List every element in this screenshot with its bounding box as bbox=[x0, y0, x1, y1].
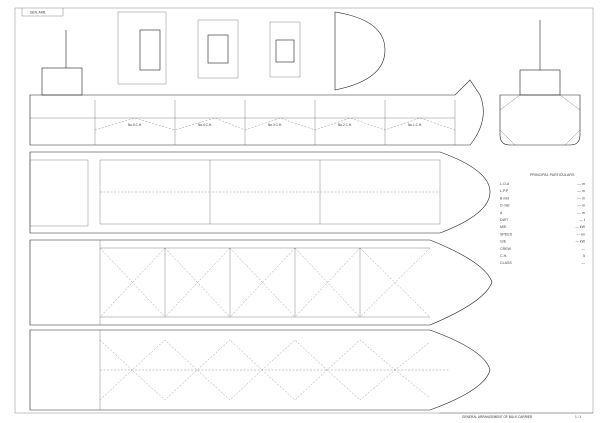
upper-deck-plan bbox=[29, 151, 491, 234]
svg-text:No.5 C.H.: No.5 C.H. bbox=[128, 123, 142, 127]
title-block-text: GENERAL ARRANGEMENT OF BULK CARRIER bbox=[462, 415, 533, 419]
spec-value: — t bbox=[579, 218, 585, 222]
spec-value: — kn bbox=[577, 232, 585, 236]
spec-title: PRINCIPAL PARTICULARS bbox=[530, 173, 575, 177]
spec-key: M/E bbox=[500, 225, 507, 229]
sheet-number: 1 / 1 bbox=[575, 415, 581, 419]
midship-section-view bbox=[499, 20, 581, 146]
spec-value: — bbox=[581, 261, 585, 265]
svg-text:No.4 C.H.: No.4 C.H. bbox=[198, 123, 212, 127]
spec-value: 5 bbox=[583, 254, 585, 258]
svg-text:No.1 C.H.: No.1 C.H. bbox=[408, 123, 422, 127]
double-bottom-plan bbox=[29, 329, 491, 411]
spec-value: — m bbox=[577, 204, 585, 208]
title-tag: GEN. ARR. bbox=[21, 8, 64, 17]
spec-key: G/E bbox=[500, 240, 507, 244]
spec-key: d bbox=[500, 211, 502, 215]
spec-key: DWT bbox=[500, 218, 509, 222]
spec-value: — bbox=[581, 247, 585, 251]
spec-key: CLASS bbox=[500, 261, 512, 265]
spec-value: — kW bbox=[575, 225, 585, 229]
title-tag-text: GEN. ARR. bbox=[30, 11, 46, 15]
spec-value: — m bbox=[577, 196, 585, 200]
drawing-frame bbox=[14, 7, 594, 414]
spec-key: B mld bbox=[500, 196, 509, 200]
svg-text:No.3 C.H.: No.3 C.H. bbox=[268, 123, 282, 127]
spec-value: — m bbox=[577, 182, 585, 186]
spec-value: — m bbox=[577, 211, 585, 215]
svg-text:No.2 C.H.: No.2 C.H. bbox=[338, 123, 352, 127]
spec-key: L.O.A bbox=[500, 182, 510, 186]
tank-top-plan bbox=[29, 239, 493, 326]
spec-key: L.P.P bbox=[500, 189, 509, 193]
principal-particulars-table: PRINCIPAL PARTICULARS L.O.A — m L.P.P — m B … bbox=[500, 173, 586, 265]
spec-value: — m bbox=[577, 189, 585, 193]
spec-key: C.H. bbox=[500, 254, 507, 258]
detail-views bbox=[117, 11, 386, 91]
title-block: GENERAL ARRANGEMENT OF BULK CARRIER 1 / … bbox=[440, 412, 593, 419]
profile-view: No.5 C.H. No.4 C.H. No.3 C.H. No.2 C.H. … bbox=[29, 30, 484, 146]
spec-value: — kW bbox=[575, 240, 585, 244]
spec-key: D mld bbox=[500, 204, 509, 208]
spec-key: CREW bbox=[500, 247, 512, 251]
spec-key: SPEED bbox=[500, 232, 513, 236]
